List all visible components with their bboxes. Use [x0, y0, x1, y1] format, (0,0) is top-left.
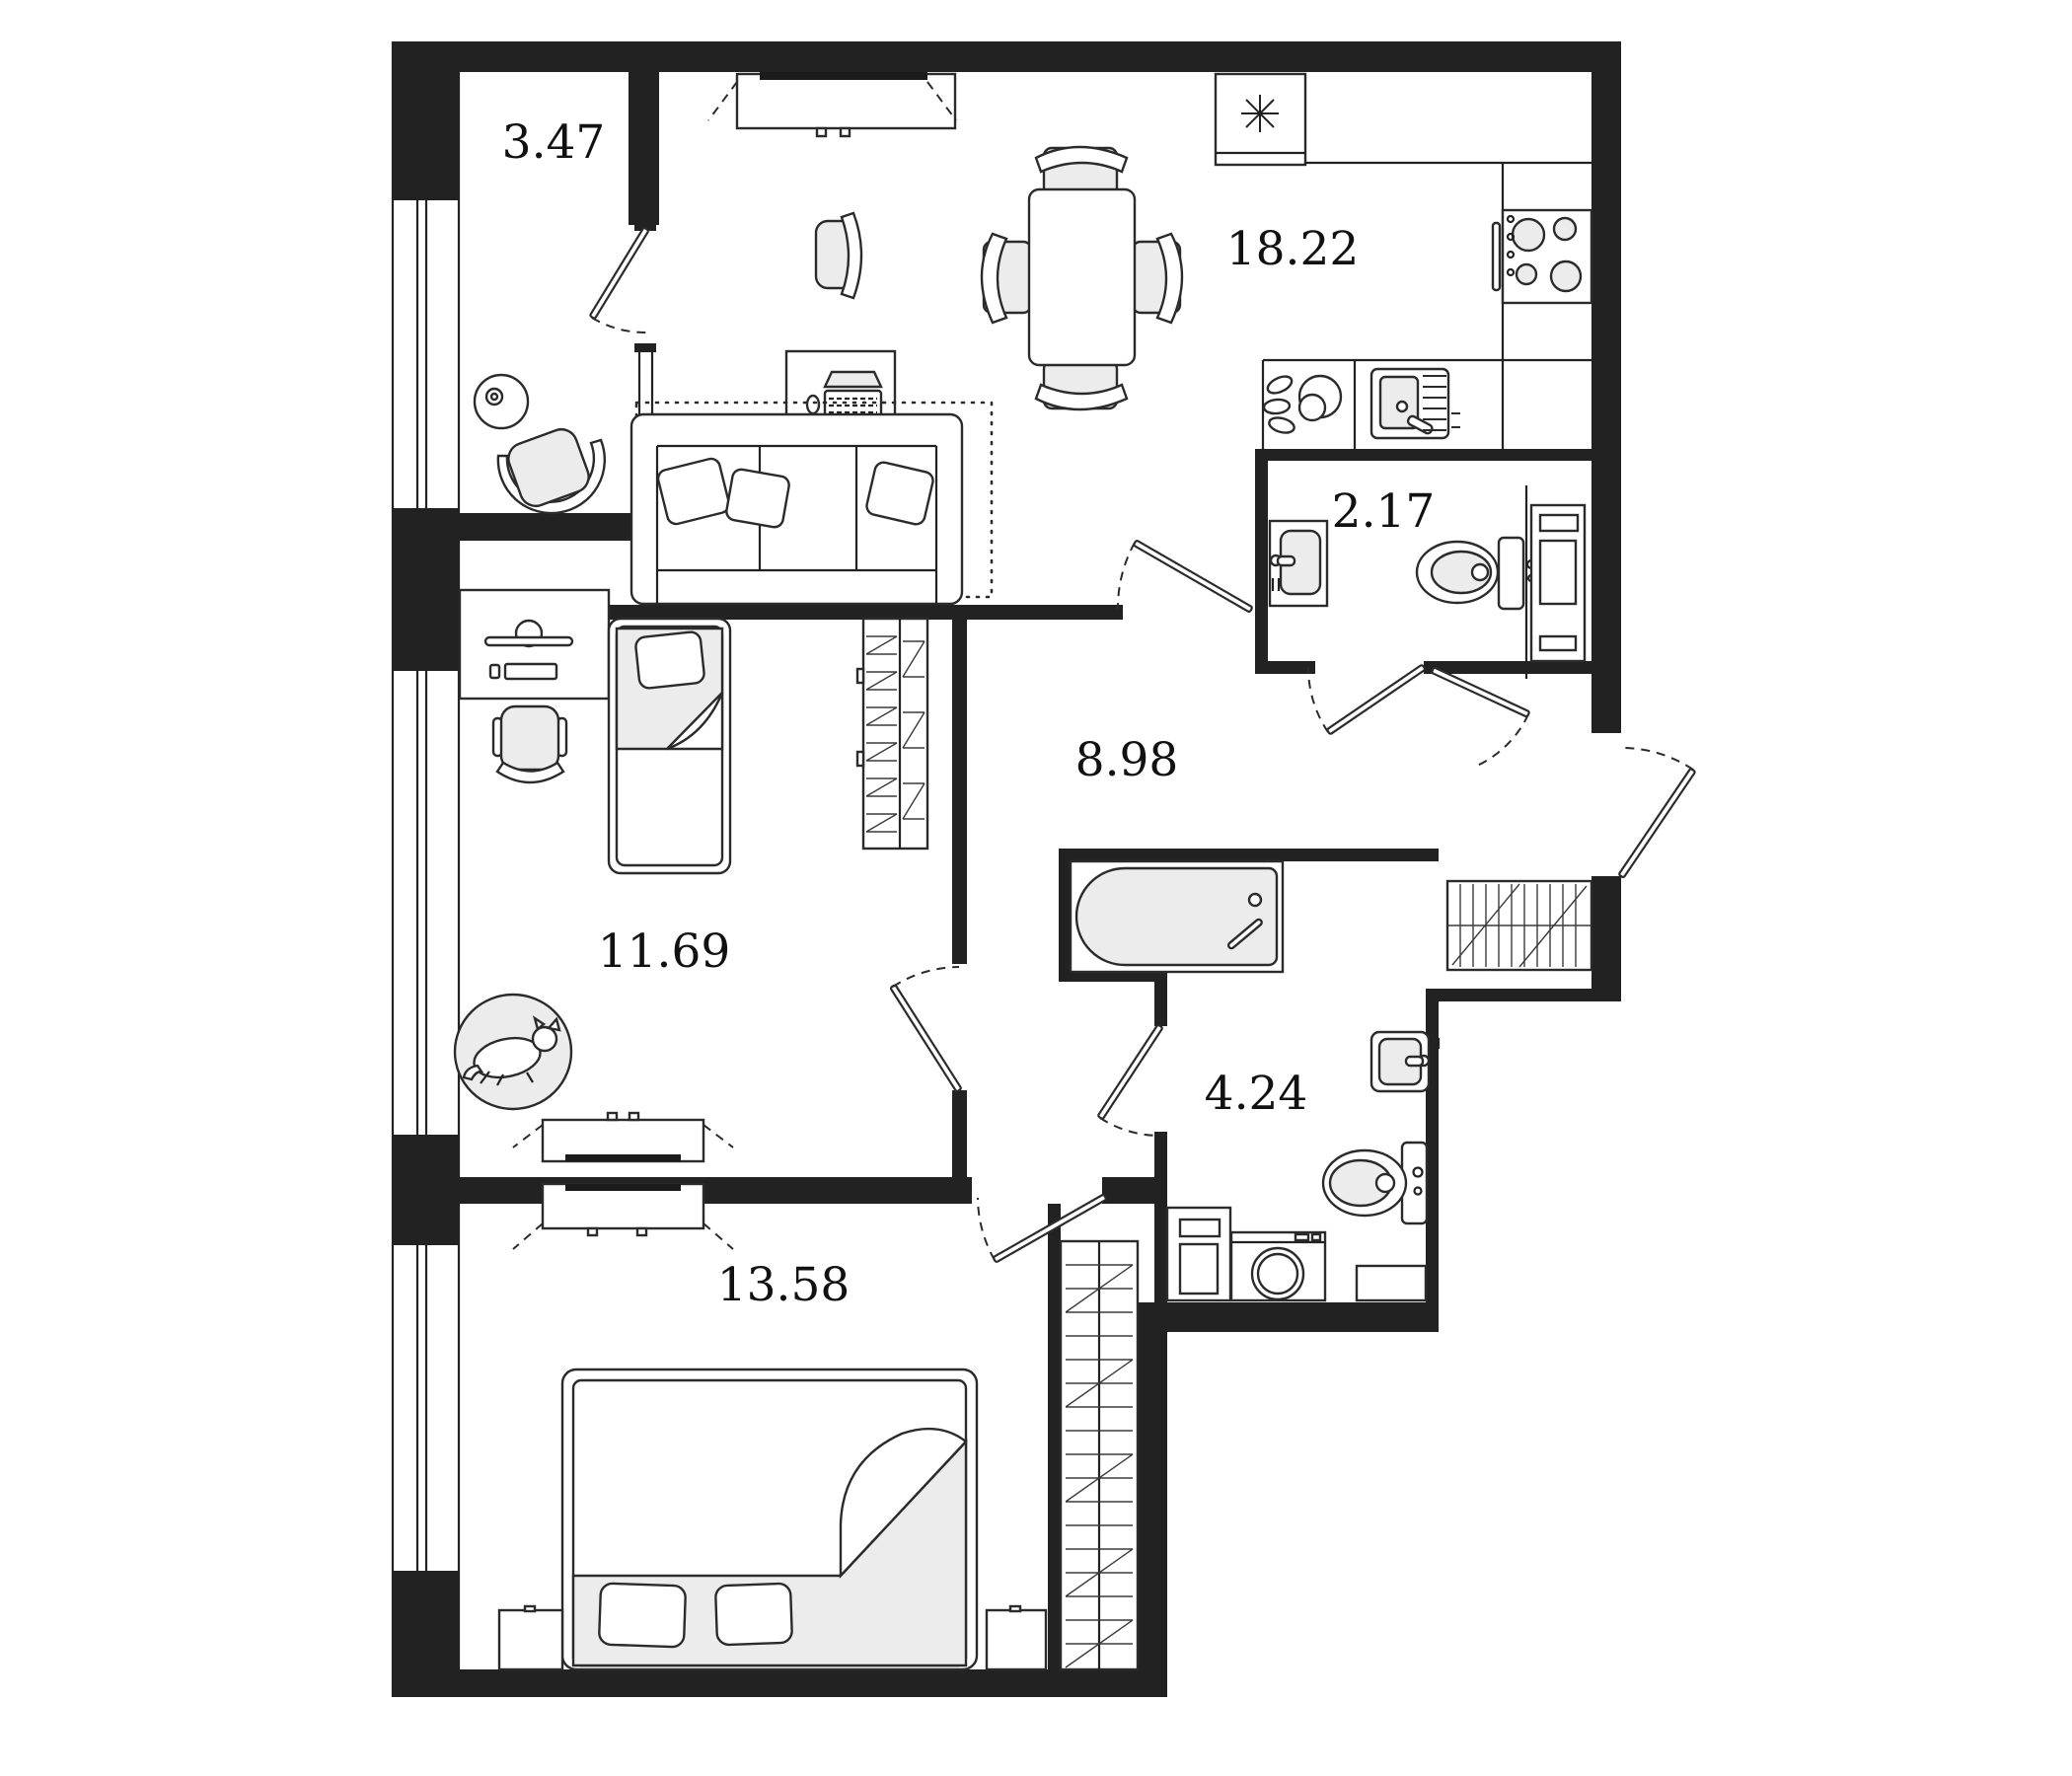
vanity-sink-main — [1369, 1030, 1441, 1093]
living-hall-door — [1116, 540, 1253, 613]
blanket-fold — [666, 692, 724, 751]
tv-cabinet-upper — [512, 1111, 734, 1163]
dining-chair-right — [1131, 232, 1184, 325]
window-balcony — [415, 200, 428, 508]
fridge — [1214, 72, 1307, 167]
room-hallway — [1445, 879, 1593, 972]
room-bedroom-master — [497, 1111, 1048, 1671]
doors — [589, 227, 1696, 1263]
label-bathroom-main: 4.24 — [1205, 1067, 1308, 1121]
windows — [415, 200, 654, 1571]
child-desk — [458, 588, 611, 701]
bedroom-master-door — [977, 1194, 1107, 1263]
room-balcony — [473, 373, 607, 515]
double-bed — [560, 1368, 979, 1671]
dining-table-set — [980, 145, 1184, 411]
plates-decor — [1262, 374, 1343, 434]
bathroom-guest-door — [1306, 664, 1427, 735]
entry-closet-hatch — [1445, 879, 1593, 972]
fridge-snowflake-icon — [1241, 95, 1279, 132]
tv-cabinet-lower — [512, 1182, 734, 1250]
label-bathroom-guest: 2.17 — [1332, 484, 1436, 539]
label-kitchen-living: 18.22 — [1226, 222, 1360, 276]
dining-chair-left — [980, 232, 1033, 325]
towel-radiator — [1524, 485, 1587, 679]
staircase-shaft — [1059, 1239, 1140, 1671]
wardrobe-child — [855, 617, 929, 851]
bathroom-cabinet — [1165, 1206, 1232, 1302]
dish-rack — [1423, 375, 1460, 431]
mouse — [805, 394, 821, 415]
sofa-pillow — [865, 461, 934, 526]
keyboard — [503, 662, 558, 681]
pillow — [634, 630, 705, 690]
office-chair — [491, 704, 568, 784]
dining-table — [1027, 187, 1137, 367]
entrance-door — [1618, 746, 1696, 879]
pillow — [598, 1582, 687, 1649]
dog-icon — [462, 1015, 561, 1086]
room-bedroom-child — [453, 588, 929, 1111]
window-bedroom-master — [415, 1245, 428, 1571]
window-bedroom-child — [415, 671, 428, 1135]
laptop-screen — [823, 370, 883, 389]
entry-zone-door — [1431, 666, 1530, 767]
label-bedroom-master: 13.58 — [717, 1258, 851, 1312]
blanket-fold — [839, 1427, 968, 1580]
room-kitchen-living — [629, 72, 1593, 606]
room-bathroom-main — [1069, 859, 1441, 1302]
living-armchair — [814, 211, 863, 300]
balcony-door — [589, 227, 649, 334]
tv-unit — [707, 72, 957, 138]
toilet-main — [1321, 1141, 1429, 1225]
vanity-sink-guest — [1268, 519, 1329, 608]
label-bedroom-child: 11.69 — [598, 925, 731, 979]
corner-ledge — [1355, 1264, 1428, 1302]
nightstand-left — [497, 1604, 564, 1671]
label-hallway: 8.98 — [1075, 733, 1179, 787]
bathtub — [1069, 859, 1285, 974]
balcony-chair — [496, 427, 607, 515]
single-bed — [607, 617, 732, 875]
dining-chair-top — [1034, 145, 1129, 197]
kitchen-sink — [1369, 367, 1450, 440]
dining-chair-bottom — [1034, 359, 1129, 411]
hob-stove — [1491, 208, 1593, 305]
room-labels: 3.47 18.22 2.17 8.98 11.69 4.24 13.58 — [502, 115, 1436, 1312]
monitor-screen — [483, 635, 574, 647]
rug-with-dog — [453, 993, 573, 1111]
label-balcony: 3.47 — [502, 115, 606, 170]
bedroom-child-door — [889, 966, 962, 1092]
room-bathroom-guest — [1268, 485, 1587, 679]
rug-outline — [634, 401, 994, 599]
sofa-pillow — [656, 457, 731, 526]
tap-lever — [1226, 918, 1263, 950]
sofa — [629, 412, 964, 606]
washing-machine — [1229, 1230, 1327, 1302]
bathroom-main-door — [1097, 1024, 1163, 1138]
nightstand-right — [985, 1604, 1048, 1671]
toilet-guest — [1415, 536, 1537, 611]
sofa-pillow — [725, 468, 790, 529]
pillow — [714, 1582, 793, 1647]
